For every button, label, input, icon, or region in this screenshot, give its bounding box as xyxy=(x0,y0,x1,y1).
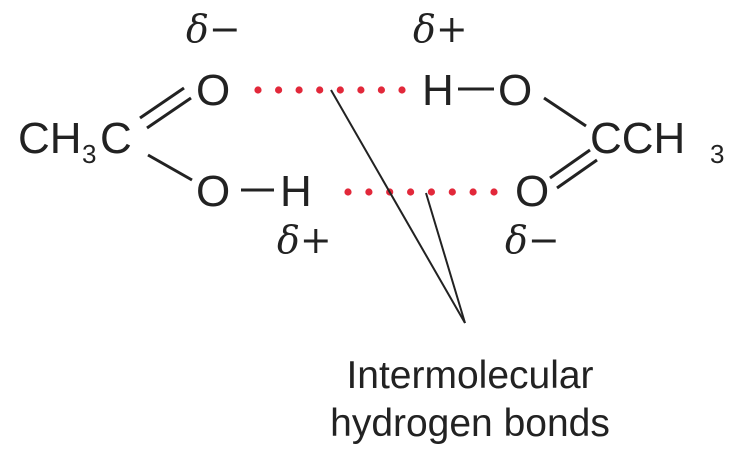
charge-left-carbonyl-oxygen: δ− xyxy=(186,7,241,51)
hydrogen-bond-bottom-dot xyxy=(365,188,373,196)
right-methyl-subscript: 3 xyxy=(710,139,724,169)
right-double-bond-b xyxy=(556,158,598,190)
hydrogen-bond-bottom-dot xyxy=(427,188,435,196)
hydrogen-bond-top-dot xyxy=(398,86,406,94)
left-single-bond-c-o xyxy=(147,153,193,182)
right-acetic-acid: H O CCH 3 O xyxy=(422,66,724,216)
hydrogen-bond-bottom xyxy=(344,188,498,196)
hydrogen-bond-bottom-dot xyxy=(407,188,415,196)
caption-line-1: Intermolecular xyxy=(346,354,593,397)
left-double-bond-b xyxy=(146,96,192,130)
right-single-bond-o-c xyxy=(543,96,587,128)
hydrogen-bond-bottom-dot xyxy=(490,188,498,196)
hydrogen-bond-top-dot xyxy=(336,86,344,94)
hydrogen-bond-top-dot xyxy=(254,86,262,94)
left-methyl-ch: CH xyxy=(18,114,82,163)
left-carbon: C xyxy=(100,114,132,163)
caption-line-2: hydrogen bonds xyxy=(330,402,610,445)
hydrogen-bond-top-dot xyxy=(275,86,283,94)
right-hydroxyl-hydrogen: H xyxy=(422,66,454,115)
left-double-bond-a xyxy=(139,86,185,120)
charge-left-hydroxyl-hydrogen: δ+ xyxy=(277,218,332,262)
hydrogen-bond-bottom-dot xyxy=(448,188,456,196)
hydrogen-bond-top-dot xyxy=(295,86,303,94)
right-hydroxyl-oxygen: O xyxy=(498,66,532,115)
pointer-line-top-bond xyxy=(330,89,466,324)
hydrogen-bond-bottom-dot xyxy=(469,188,477,196)
hydrogen-bond-top-dot xyxy=(357,86,365,94)
right-carbonyl-oxygen: O xyxy=(515,167,549,216)
hydrogen-bond-top xyxy=(254,86,406,94)
left-carbonyl-oxygen: O xyxy=(196,66,230,115)
hydrogen-bond-top-dot xyxy=(316,86,324,94)
left-hydroxyl-oxygen: O xyxy=(196,167,230,216)
pointer-line-bottom-bond xyxy=(425,192,466,324)
hydrogen-bond-bottom-dot xyxy=(344,188,352,196)
right-carbon-methyl: CCH xyxy=(590,114,685,163)
hydrogen-bond-top-dot xyxy=(377,86,385,94)
left-methyl-subscript: 3 xyxy=(82,139,96,169)
left-acetic-acid: CH 3 C O O H xyxy=(18,66,312,216)
charge-right-carbonyl-oxygen: δ− xyxy=(505,218,560,262)
right-double-bond-a xyxy=(549,148,591,180)
charge-right-hydroxyl-hydrogen: δ+ xyxy=(413,7,468,51)
left-hydroxyl-hydrogen: H xyxy=(280,167,312,216)
